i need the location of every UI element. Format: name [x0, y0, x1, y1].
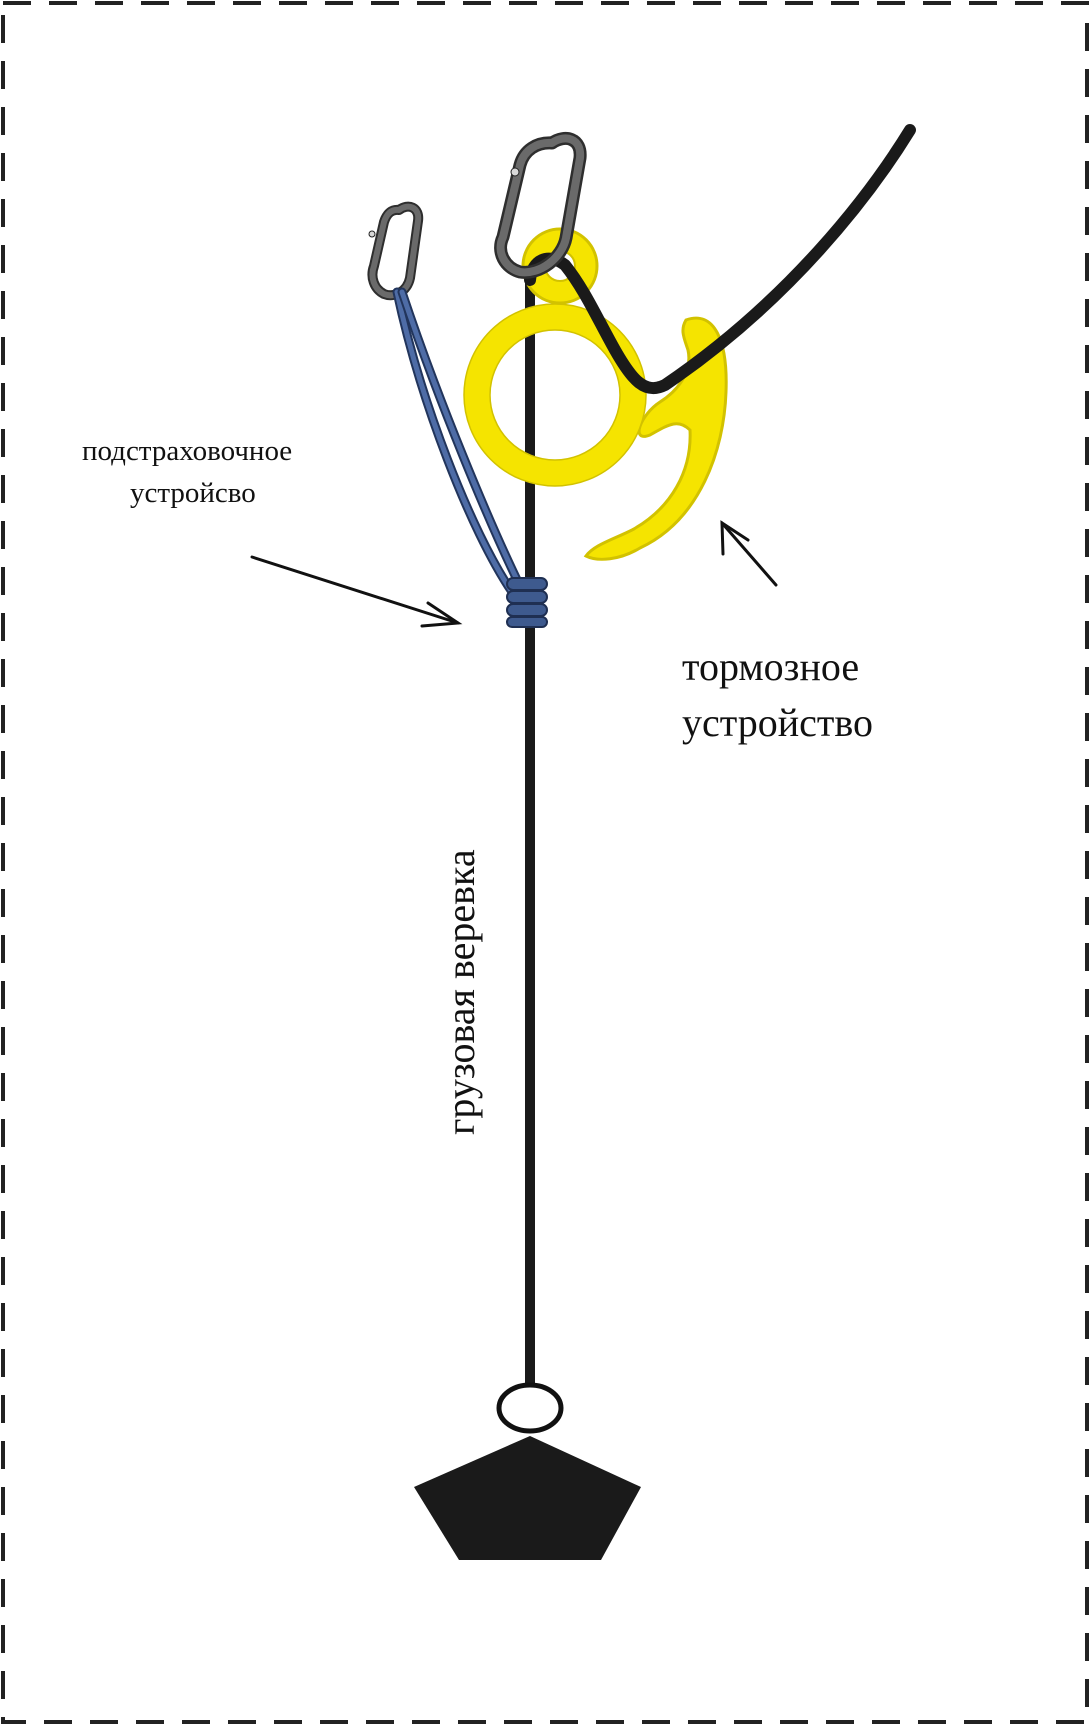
- brake-rope: [524, 124, 916, 395]
- arrow-to-brake-device: [720, 520, 778, 587]
- prusik-knot-icon: [506, 577, 548, 628]
- load-rope-label: грузовая веревка: [438, 849, 483, 1135]
- arrow-to-backup-device: [250, 555, 463, 628]
- pentagon-weight-icon: [414, 1436, 641, 1560]
- backup-device-label-line2: устройсво: [130, 477, 256, 509]
- right-carabiner-icon: [494, 132, 587, 279]
- left-carabiner-icon: [367, 201, 424, 301]
- ring-icon: [496, 1382, 564, 1434]
- backup-device-label-line1: подстраховочное: [82, 435, 292, 467]
- brake-device-label-line1: тормозное: [682, 644, 859, 689]
- figure-eight-descender-icon: [463, 227, 728, 561]
- brake-device-label-line2: устройство: [682, 700, 873, 745]
- prusik-cord: [392, 287, 525, 597]
